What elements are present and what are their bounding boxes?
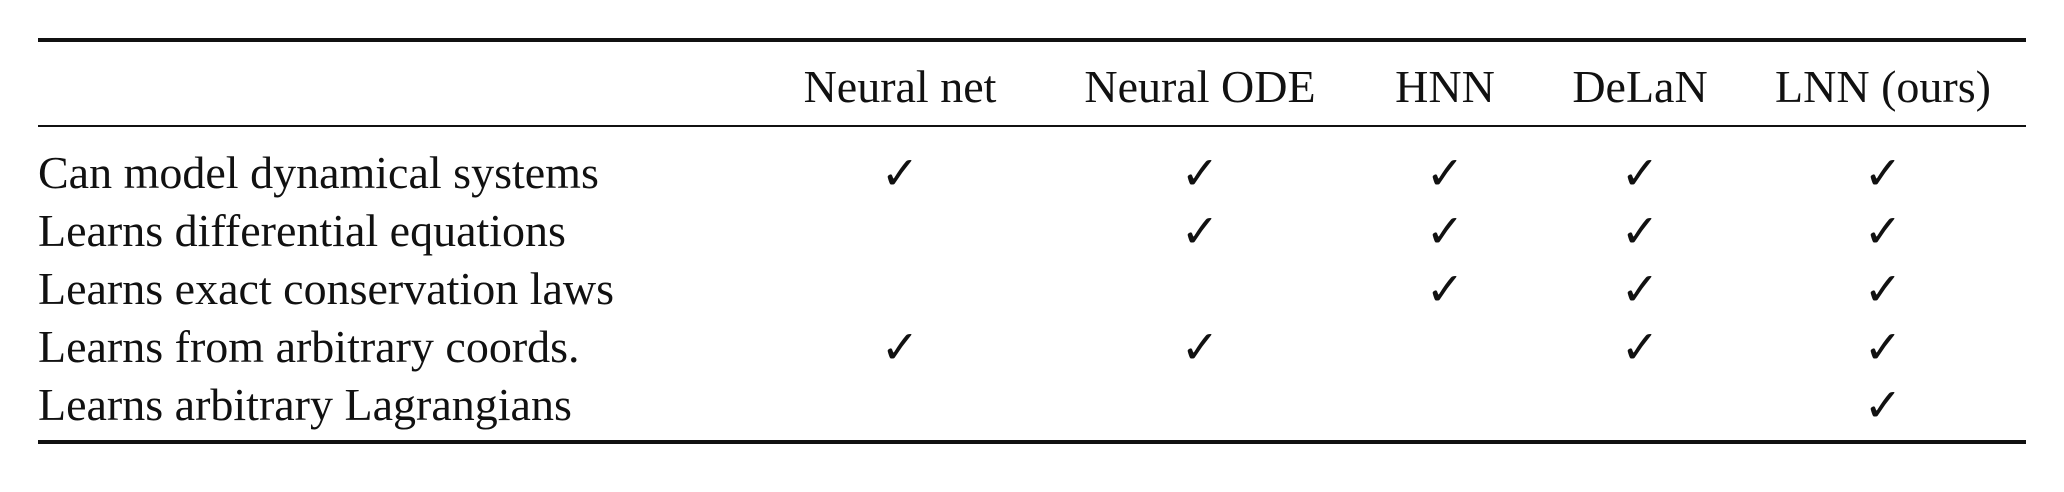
table-row: Learns differential equations ✓ ✓ ✓ ✓ [38,202,2026,260]
table-row: Learns exact conservation laws ✓ ✓ ✓ [38,260,2026,318]
row-label: Learns from arbitrary coords. [38,321,580,372]
row-label: Can model dynamical systems [38,147,599,198]
check-mark: ✓ [1620,320,1660,374]
table-row: Learns arbitrary Lagrangians ✓ [38,376,2026,434]
check-mark: ✓ [1425,204,1465,258]
check-mark: ✓ [1425,146,1465,200]
row-label: Learns differential equations [38,205,566,256]
column-header-delan: DeLaN [1572,61,1708,112]
check-mark [750,202,1050,260]
table-row: Learns from arbitrary coords. ✓ ✓ ✓ ✓ [38,318,2026,376]
row-label: Learns arbitrary Lagrangians [38,379,572,430]
check-mark: ✓ [1863,146,1903,200]
check-mark [750,260,1050,318]
check-mark: ✓ [1863,378,1903,432]
check-mark: ✓ [880,320,920,374]
check-mark [1540,376,1740,434]
check-mark: ✓ [1425,262,1465,316]
column-header-hnn: HNN [1395,61,1495,112]
table-row: Can model dynamical systems ✓ ✓ ✓ ✓ ✓ [38,144,2026,202]
check-mark: ✓ [1620,204,1660,258]
check-mark [1050,260,1350,318]
check-mark: ✓ [1180,204,1220,258]
check-mark [1050,376,1350,434]
check-mark [1350,318,1540,376]
check-mark: ✓ [1620,262,1660,316]
check-mark [1350,376,1540,434]
top-rule [38,38,2026,42]
column-header-lnn-ours: LNN (ours) [1775,61,1991,112]
header-row: Neural net Neural ODE HNN DeLaN LNN (our… [38,58,2026,116]
check-mark [750,376,1050,434]
row-label: Learns exact conservation laws [38,263,615,314]
check-mark: ✓ [1180,320,1220,374]
check-mark: ✓ [1863,320,1903,374]
column-header-neural-ode: Neural ODE [1084,61,1316,112]
check-mark: ✓ [1180,146,1220,200]
check-mark: ✓ [1863,262,1903,316]
bottom-rule [38,440,2026,444]
column-header-neural-net: Neural net [803,61,997,112]
header-rule [38,125,2026,127]
check-mark: ✓ [880,146,920,200]
check-mark: ✓ [1620,146,1660,200]
check-mark: ✓ [1863,204,1903,258]
